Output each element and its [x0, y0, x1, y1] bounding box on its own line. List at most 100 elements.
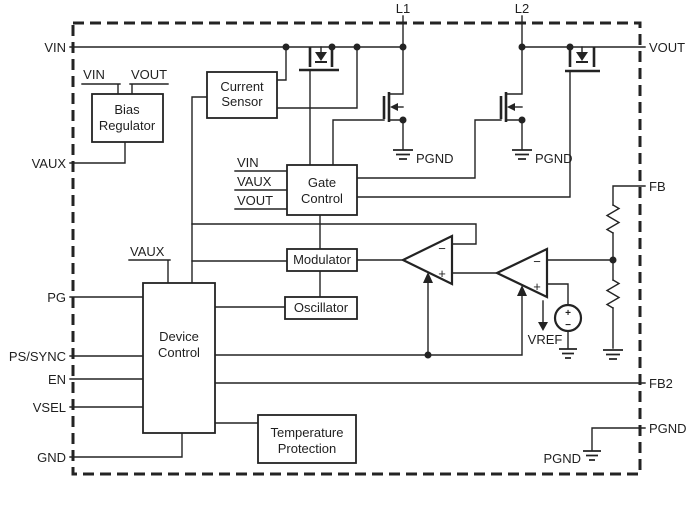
pwm-comparator-plus-sign: + [438, 266, 446, 281]
comparator-minus-wire [191, 223, 477, 245]
device-vaux-label: VAUX [130, 244, 165, 259]
vref-arrow-icon [538, 322, 548, 331]
nmos2-drain-wire [505, 46, 523, 95]
vref-label: VREF [528, 332, 563, 347]
pgnd-switch-right-label: PGND [535, 151, 573, 166]
block-labels: VIN VOUT Bias Regulator Current Sensor V… [83, 67, 351, 456]
bias-input-stubs [81, 83, 169, 95]
junction-dot [518, 43, 526, 51]
net-labels: PGND PGND VREF PGND [416, 151, 581, 466]
pin-label-l2: L2 [515, 1, 529, 16]
l1-nmos [382, 46, 413, 160]
junction-dot [399, 43, 407, 51]
junction-dot [282, 43, 290, 51]
junction-dots [282, 43, 617, 359]
device-vaux-stub [128, 259, 171, 284]
junction-dot [566, 43, 574, 51]
junction-dot [424, 351, 432, 359]
nmos2-gate-wire [356, 119, 502, 179]
nmos1-drain-wire [388, 46, 404, 95]
junction-dot [399, 116, 407, 124]
pin-label-vsel: VSEL [33, 400, 66, 415]
pgnd-ground-right-icon [512, 149, 532, 160]
current-sensor-label-2: Sensor [221, 94, 263, 109]
pgnd-bottom-ground-icon [583, 450, 601, 461]
pwm-comparator-enable-arrow-icon [423, 272, 433, 283]
fb-ground-icon [603, 349, 623, 360]
pin-label-vaux: VAUX [32, 156, 67, 171]
current-sensor-out2-wire [276, 46, 358, 109]
pin-label-vout: VOUT [649, 40, 685, 55]
junction-dot [609, 256, 617, 264]
bias-regulator-label-2: Regulator [99, 118, 156, 133]
vref-source: + − [538, 300, 583, 359]
pin-label-pg: PG [47, 290, 66, 305]
error-amplifier-minus-sign: − [533, 254, 541, 269]
pin-label-pgnd: PGND [649, 421, 687, 436]
pmos2-body-diode-icon [576, 52, 588, 61]
gate-control-input-underlines [234, 170, 288, 210]
pin-label-fb2: FB2 [649, 376, 673, 391]
modulator-label: Modulator [293, 252, 351, 267]
fb-resistor-bottom [605, 279, 621, 309]
current-sensor-block [206, 71, 278, 119]
pin-label-gnd: GND [37, 450, 66, 465]
junction-dot [353, 43, 361, 51]
fb-resistor-divider [603, 204, 623, 360]
current-sensor-label-1: Current [220, 79, 264, 94]
current-sensor-out1-wire [276, 46, 287, 81]
device-control-block [142, 282, 216, 434]
vref-source-plus-sign: + [565, 308, 571, 319]
oscillator-block [284, 296, 358, 320]
junction-dot [518, 116, 526, 124]
pin-labels: VIN VAUX PG PS/SYNC EN VSEL GND L1 L2 VO… [9, 1, 687, 465]
nmos2-source-wire [505, 119, 523, 150]
vaux-wire [69, 141, 126, 164]
bias-input-vout-label: VOUT [131, 67, 167, 82]
oscillator-label: Oscillator [294, 300, 349, 315]
fb-resistor-top [605, 204, 621, 234]
pin-label-vin: VIN [44, 40, 66, 55]
pin-label-l1: L1 [396, 1, 410, 16]
bias-regulator-block [91, 93, 164, 143]
junction-dot [328, 43, 336, 51]
vref-source-minus-sign: − [565, 320, 571, 331]
pwm-comparator-minus-sign: − [438, 241, 446, 256]
error-amplifier: − + [494, 247, 549, 299]
pin-label-en: EN [48, 372, 66, 387]
temperature-protection-label-2: Protection [278, 441, 337, 456]
pin-label-ps-sync: PS/SYNC [9, 349, 66, 364]
enable-wire [214, 282, 523, 356]
temperature-protection-block [257, 414, 357, 464]
vout-switch-pmos [565, 46, 600, 73]
pgnd-pin-wire [591, 427, 646, 451]
error-amp-plus-wire [546, 283, 569, 306]
pgnd-bottom-label: PGND [543, 451, 581, 466]
nmos1-body-arrow-icon [390, 103, 398, 111]
error-amplifier-enable-arrow-icon [517, 285, 527, 296]
device-control-label-1: Device [159, 329, 199, 344]
nmos1-gate-wire [332, 119, 385, 166]
bias-regulator-label-1: Bias [114, 102, 140, 117]
gate-input-vaux-label: VAUX [237, 174, 272, 189]
gate-input-vout-label: VOUT [237, 193, 273, 208]
pwm-comparator: − + [400, 234, 454, 286]
pmos1-body-diode-icon [315, 52, 327, 61]
gate-input-vin-label: VIN [237, 155, 259, 170]
pgnd-switch-left-label: PGND [416, 151, 454, 166]
nmos1-source-wire [388, 119, 404, 150]
error-amplifier-plus-sign: + [533, 279, 541, 294]
modulator-block [286, 248, 358, 272]
gate-control-block [286, 164, 358, 216]
gate-control-label-2: Control [301, 191, 343, 206]
gate-control-label-1: Gate [308, 175, 336, 190]
vref-ground-icon [559, 348, 577, 359]
l2-nmos [499, 46, 532, 160]
pwm-comparator-triangle [400, 234, 454, 286]
device-control-label-2: Control [158, 345, 200, 360]
bias-input-vin-label: VIN [83, 67, 105, 82]
vin-switch-pmos [299, 46, 339, 166]
nmos2-body-arrow-icon [507, 103, 515, 111]
gnd-wire [69, 432, 183, 458]
